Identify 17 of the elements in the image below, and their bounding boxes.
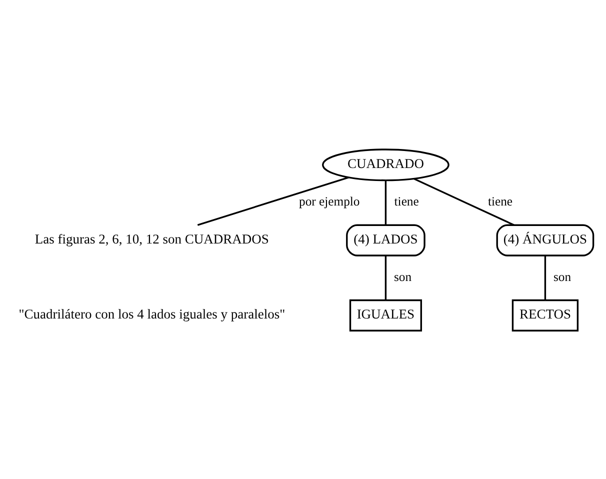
node-box: IGUALES xyxy=(349,298,422,331)
edge-label: tiene xyxy=(488,194,513,208)
edge-label: son xyxy=(394,269,412,284)
label: "Cuadrilátero con los 4 lados iguales y paralelos" xyxy=(18,306,286,322)
connector xyxy=(544,255,546,300)
connector xyxy=(197,176,349,226)
edge-label: son xyxy=(553,269,572,284)
node-text: Las figuras 2, 6, 10, 12 son CUADRADOS xyxy=(34,231,269,246)
node-box: (4) ÁNGULOS xyxy=(496,224,594,256)
connector xyxy=(384,180,387,225)
connector xyxy=(414,178,514,226)
edge-label: por ejemplo xyxy=(298,194,360,208)
node-ellipse: CUADRADO xyxy=(322,148,450,181)
node-box: RECTOS xyxy=(512,298,579,331)
edge-label: tiene xyxy=(394,194,419,208)
connector xyxy=(384,255,387,300)
node-box: (4) LADOS xyxy=(346,224,426,256)
